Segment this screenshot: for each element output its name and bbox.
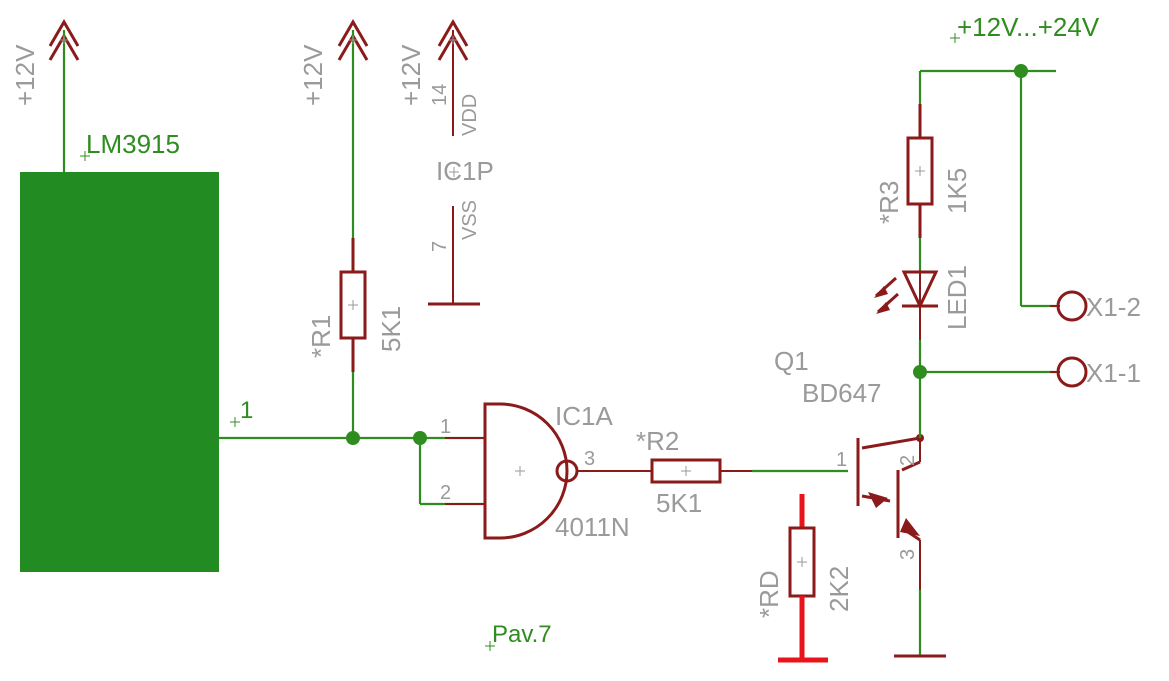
x1-2-label: X1-2 [1086, 292, 1141, 322]
supply-r1: +12V [298, 19, 369, 272]
supply-ic1p-label: +12V [396, 44, 426, 106]
rd-name: *RD [754, 570, 784, 618]
r3-name: *R3 [874, 181, 904, 224]
supply-left-label: +12V [10, 44, 40, 106]
nand-gate-ic1a: 1 2 3 IC1A 4011N [440, 401, 652, 542]
figure-note-label: Pav.7 [492, 621, 552, 648]
r1-name: *R1 [306, 315, 336, 358]
q1-pin2: 2 [897, 455, 919, 466]
lm3915-chip: LM3915 1 [20, 129, 253, 572]
ic1a-pin1: 1 [440, 416, 451, 438]
led1: LED1 [874, 265, 1056, 438]
figure-note: Pav.7 [485, 621, 552, 651]
ic1p-vss-label: VSS [459, 200, 481, 240]
q1-part: BD647 [802, 378, 882, 408]
junction-dot [913, 365, 927, 379]
resistor-r3: *R3 1K5 [874, 104, 972, 270]
led1-name: LED1 [942, 265, 972, 330]
r3-value: 1K5 [942, 168, 972, 214]
rd-value: 2K2 [824, 566, 854, 612]
ic1p-vdd-label: VDD [459, 94, 481, 136]
ic1p-pin-vdd: 14 [429, 84, 451, 106]
supply-left: +12V [10, 19, 80, 172]
resistor-r2: *R2 5K1 [636, 426, 848, 518]
supply-main-label: +12V...+24V [957, 12, 1100, 42]
r2-value: 5K1 [656, 488, 702, 518]
resistor-rd: *RD 2K2 [754, 494, 854, 663]
connector-x1-1: X1-1 [1050, 356, 1141, 388]
r1-value: 5K1 [376, 306, 406, 352]
ic1a-name: IC1A [555, 401, 613, 431]
q1-pin3: 3 [897, 549, 919, 560]
supply-main: +12V...+24V [918, 12, 1100, 308]
connector-x1-2: X1-2 [1050, 290, 1141, 322]
ic1a-part: 4011N [555, 512, 630, 542]
ic1a-pin3: 3 [584, 448, 595, 470]
lm3915-label: LM3915 [86, 129, 180, 159]
junction-dot [1014, 64, 1028, 78]
r2-name: *R2 [636, 426, 679, 456]
transistor-q1: 1 2 3 Q1 BD647 [774, 346, 946, 658]
ic1p-name: IC1P [436, 156, 494, 186]
resistor-r1: *R1 5K1 [306, 238, 406, 438]
junction-dot [413, 431, 427, 445]
x1-1-label: X1-1 [1086, 358, 1141, 388]
q1-name: Q1 [774, 346, 809, 376]
ic1p-pin-vss: 7 [429, 241, 451, 252]
lm3915-pin-label: 1 [240, 397, 253, 424]
ic1a-pin2: 2 [440, 482, 451, 504]
ic1p-power: +12V 14 VDD IC1P 7 VSS [396, 19, 494, 306]
q1-pin1: 1 [836, 449, 847, 471]
supply-r1-label: +12V [298, 44, 328, 106]
